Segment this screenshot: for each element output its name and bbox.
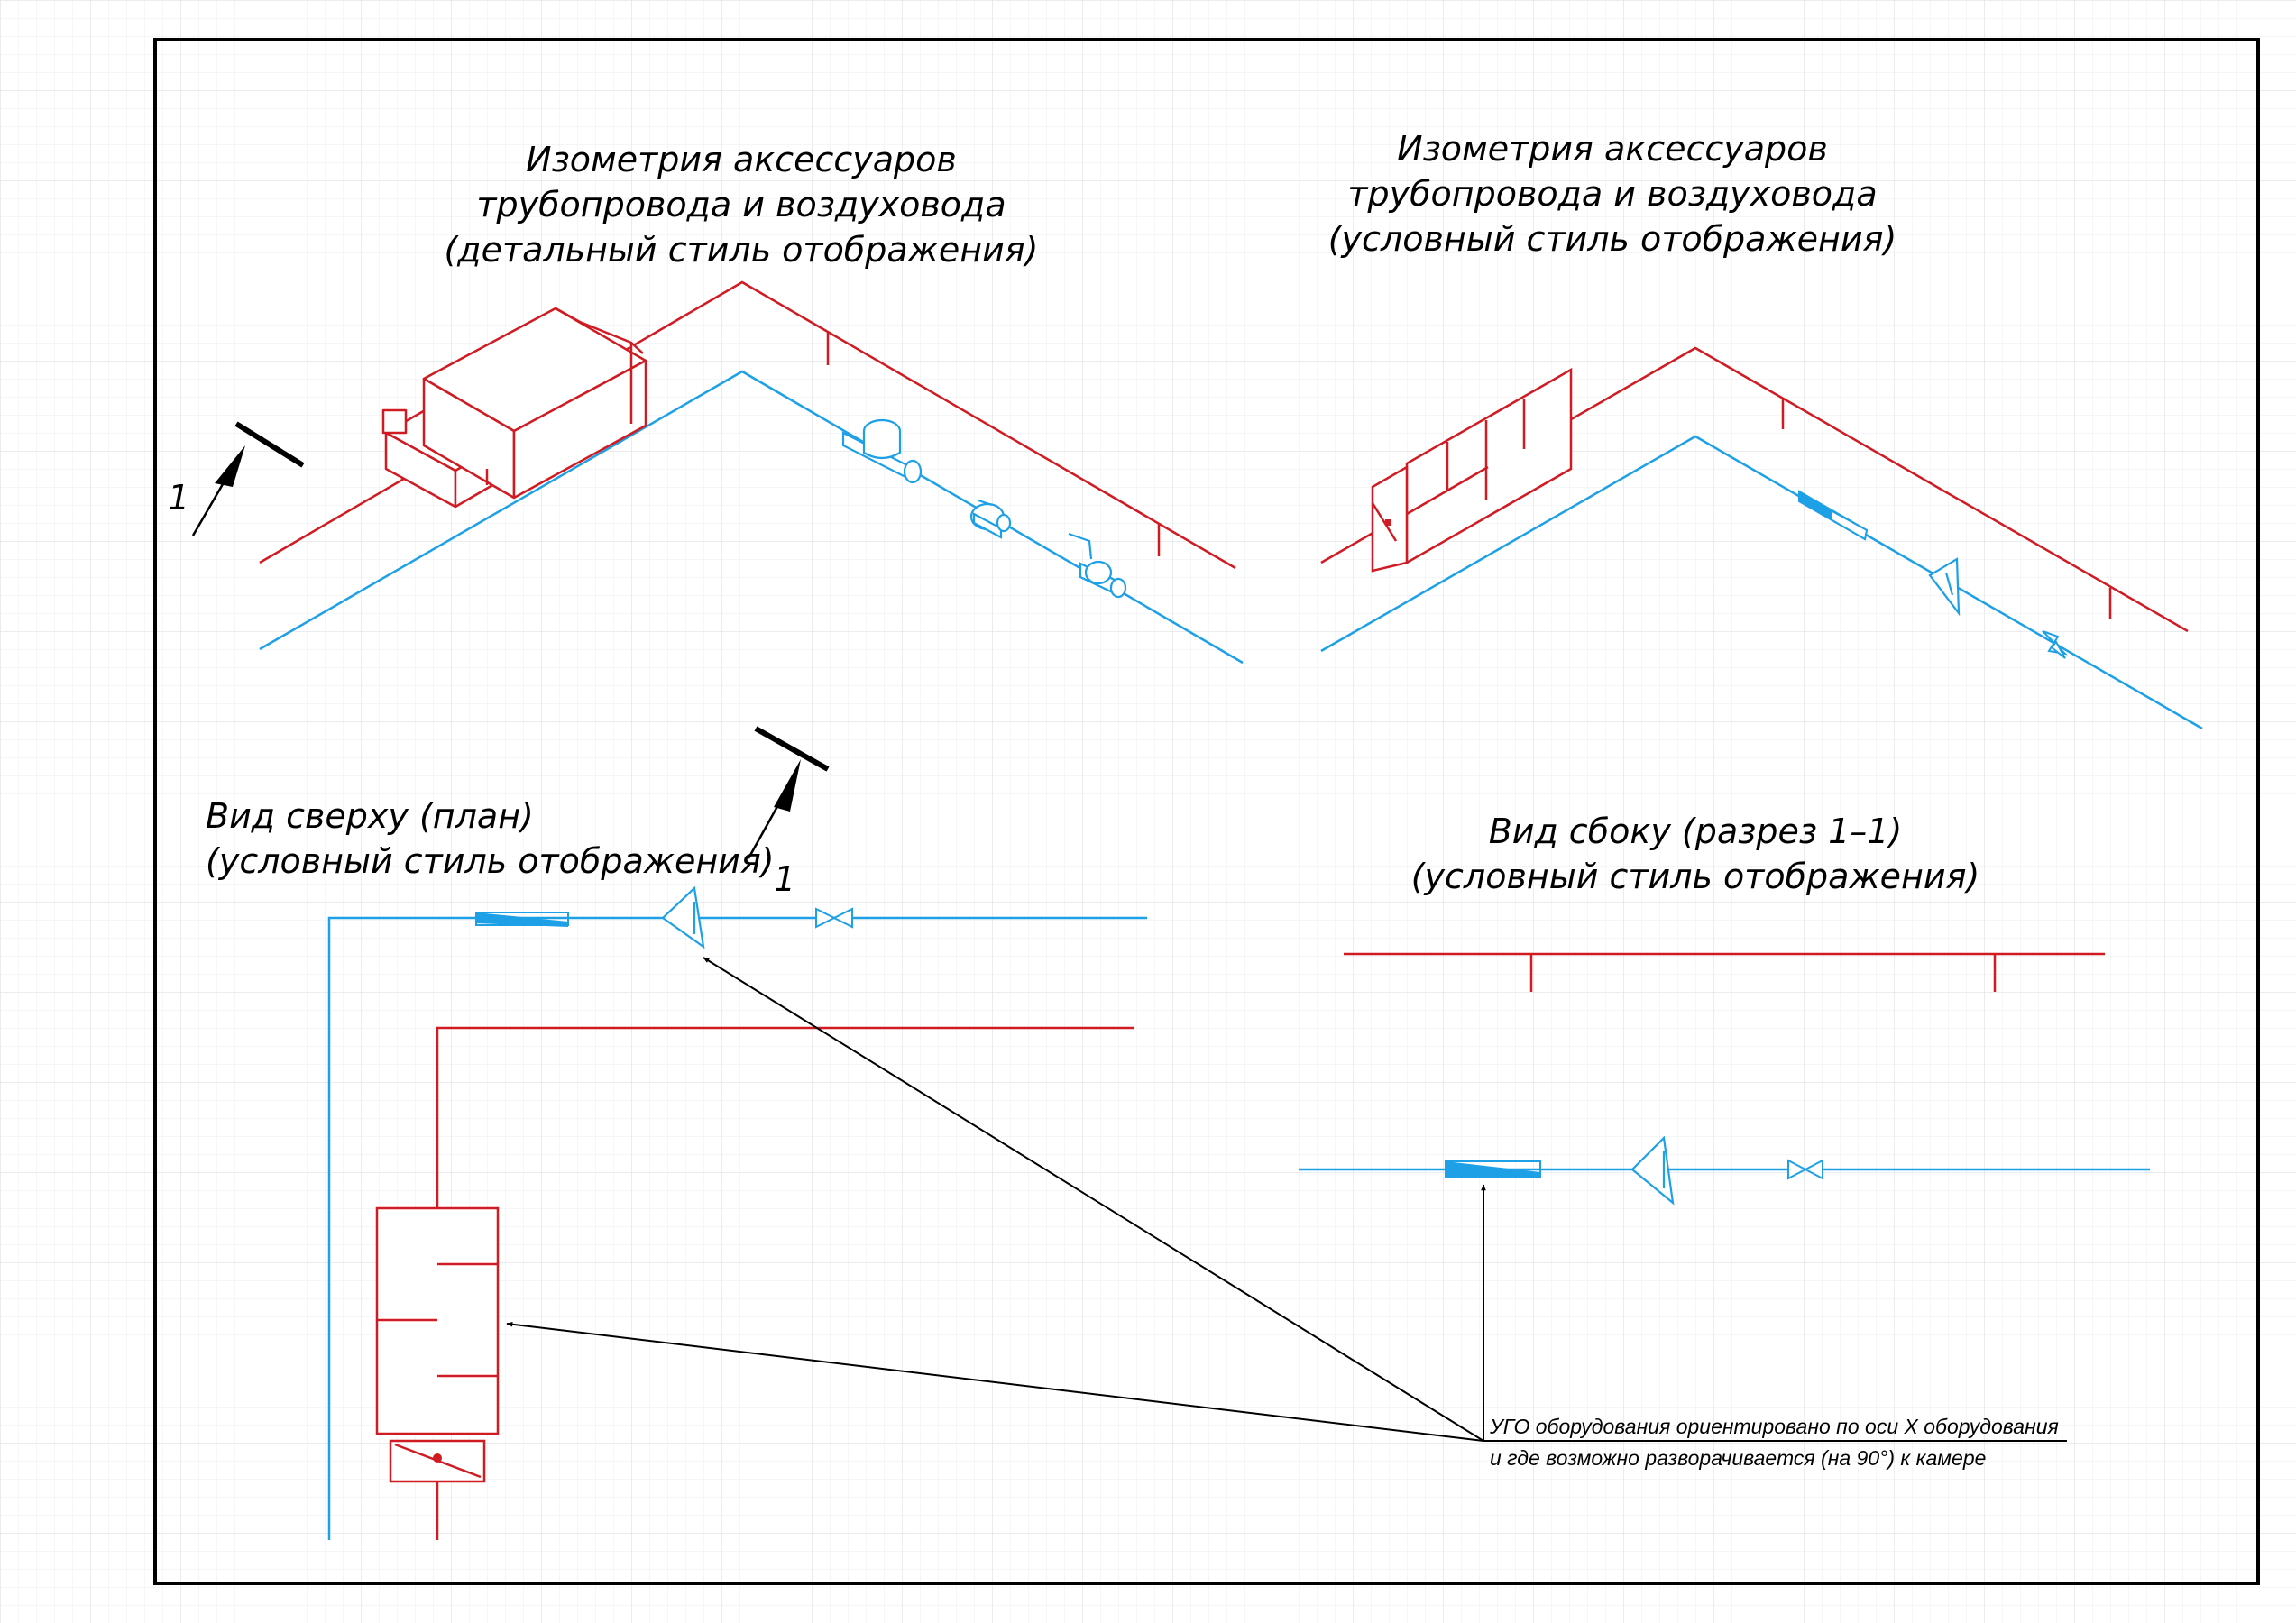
- iso-valve-icon: [2042, 630, 2068, 659]
- side-strainer-icon: [1630, 1135, 1675, 1206]
- detailed-ball-valve-icon: [1068, 532, 1127, 599]
- side-title-line1: Вид сбоку (разрез 1–1): [1489, 812, 1903, 851]
- leader-lines: [506, 957, 2067, 1442]
- plan-unit-icon: [375, 1206, 500, 1483]
- symbolic-unit-icon: [1371, 367, 1573, 573]
- plan-title: Вид сверху (план) (условный стиль отобра…: [206, 796, 775, 881]
- section-marker-top-left: 1: [168, 421, 305, 536]
- iso-strainer-icon: [1928, 557, 1961, 617]
- detailed-valve-icon: [969, 499, 1012, 539]
- plan-title-line2: (условный стиль отображения): [206, 841, 775, 881]
- iso-detail-title-line1: Изометрия аксессуаров: [526, 140, 957, 179]
- iso-symbolic-title-line3: (условный стиль отображения): [1328, 219, 1897, 259]
- iso-symbolic-title-line2: трубопровода и воздуховода: [1347, 174, 1877, 214]
- iso-detail-title-line2: трубопровода и воздуховода: [476, 185, 1006, 225]
- iso-symbolic-title: Изометрия аксессуаров трубопровода и воз…: [1328, 129, 1897, 259]
- side-duct: [1344, 952, 2105, 992]
- section-mark-label-plan: 1: [774, 859, 795, 899]
- drawing-frame: [153, 38, 2260, 1585]
- side-filter-icon: [1445, 1160, 1541, 1178]
- note: УГО оборудования ориентировано по оси X …: [1489, 1415, 2059, 1470]
- iso-detail-title-line3: (детальный стиль отображения): [444, 230, 1038, 270]
- detailed-strainer-icon: [841, 418, 923, 484]
- side-title: Вид сбоку (разрез 1–1) (условный стиль о…: [1411, 812, 1980, 896]
- note-line2: и где возможно разворачивается (на 90°) …: [1490, 1446, 1986, 1470]
- iso-symbolic-title-line1: Изометрия аксессуаров: [1397, 129, 1828, 169]
- iso-detail-title: Изометрия аксессуаров трубопровода и воз…: [444, 140, 1038, 270]
- iso-symbolic-pipe: [1320, 435, 2203, 730]
- plan-valve-icon: [815, 907, 853, 929]
- side-valve-icon: [1787, 1159, 1823, 1180]
- section-mark-label-top-left: 1: [168, 478, 189, 518]
- plan-pipe: [327, 916, 1147, 1540]
- iso-filter-icon: [1798, 490, 1869, 541]
- plan-title-line1: Вид сверху (план): [206, 796, 534, 836]
- plan-strainer-icon: [661, 885, 705, 949]
- note-line1: УГО оборудования ориентировано по оси X …: [1489, 1415, 2059, 1438]
- detailed-unit-icon: [381, 307, 647, 509]
- plan-filter-icon: [475, 912, 569, 927]
- section-marker-plan: 1: [747, 726, 830, 899]
- side-title-line2: (условный стиль отображения): [1411, 857, 1980, 896]
- iso-detail-pipe: [259, 370, 1244, 665]
